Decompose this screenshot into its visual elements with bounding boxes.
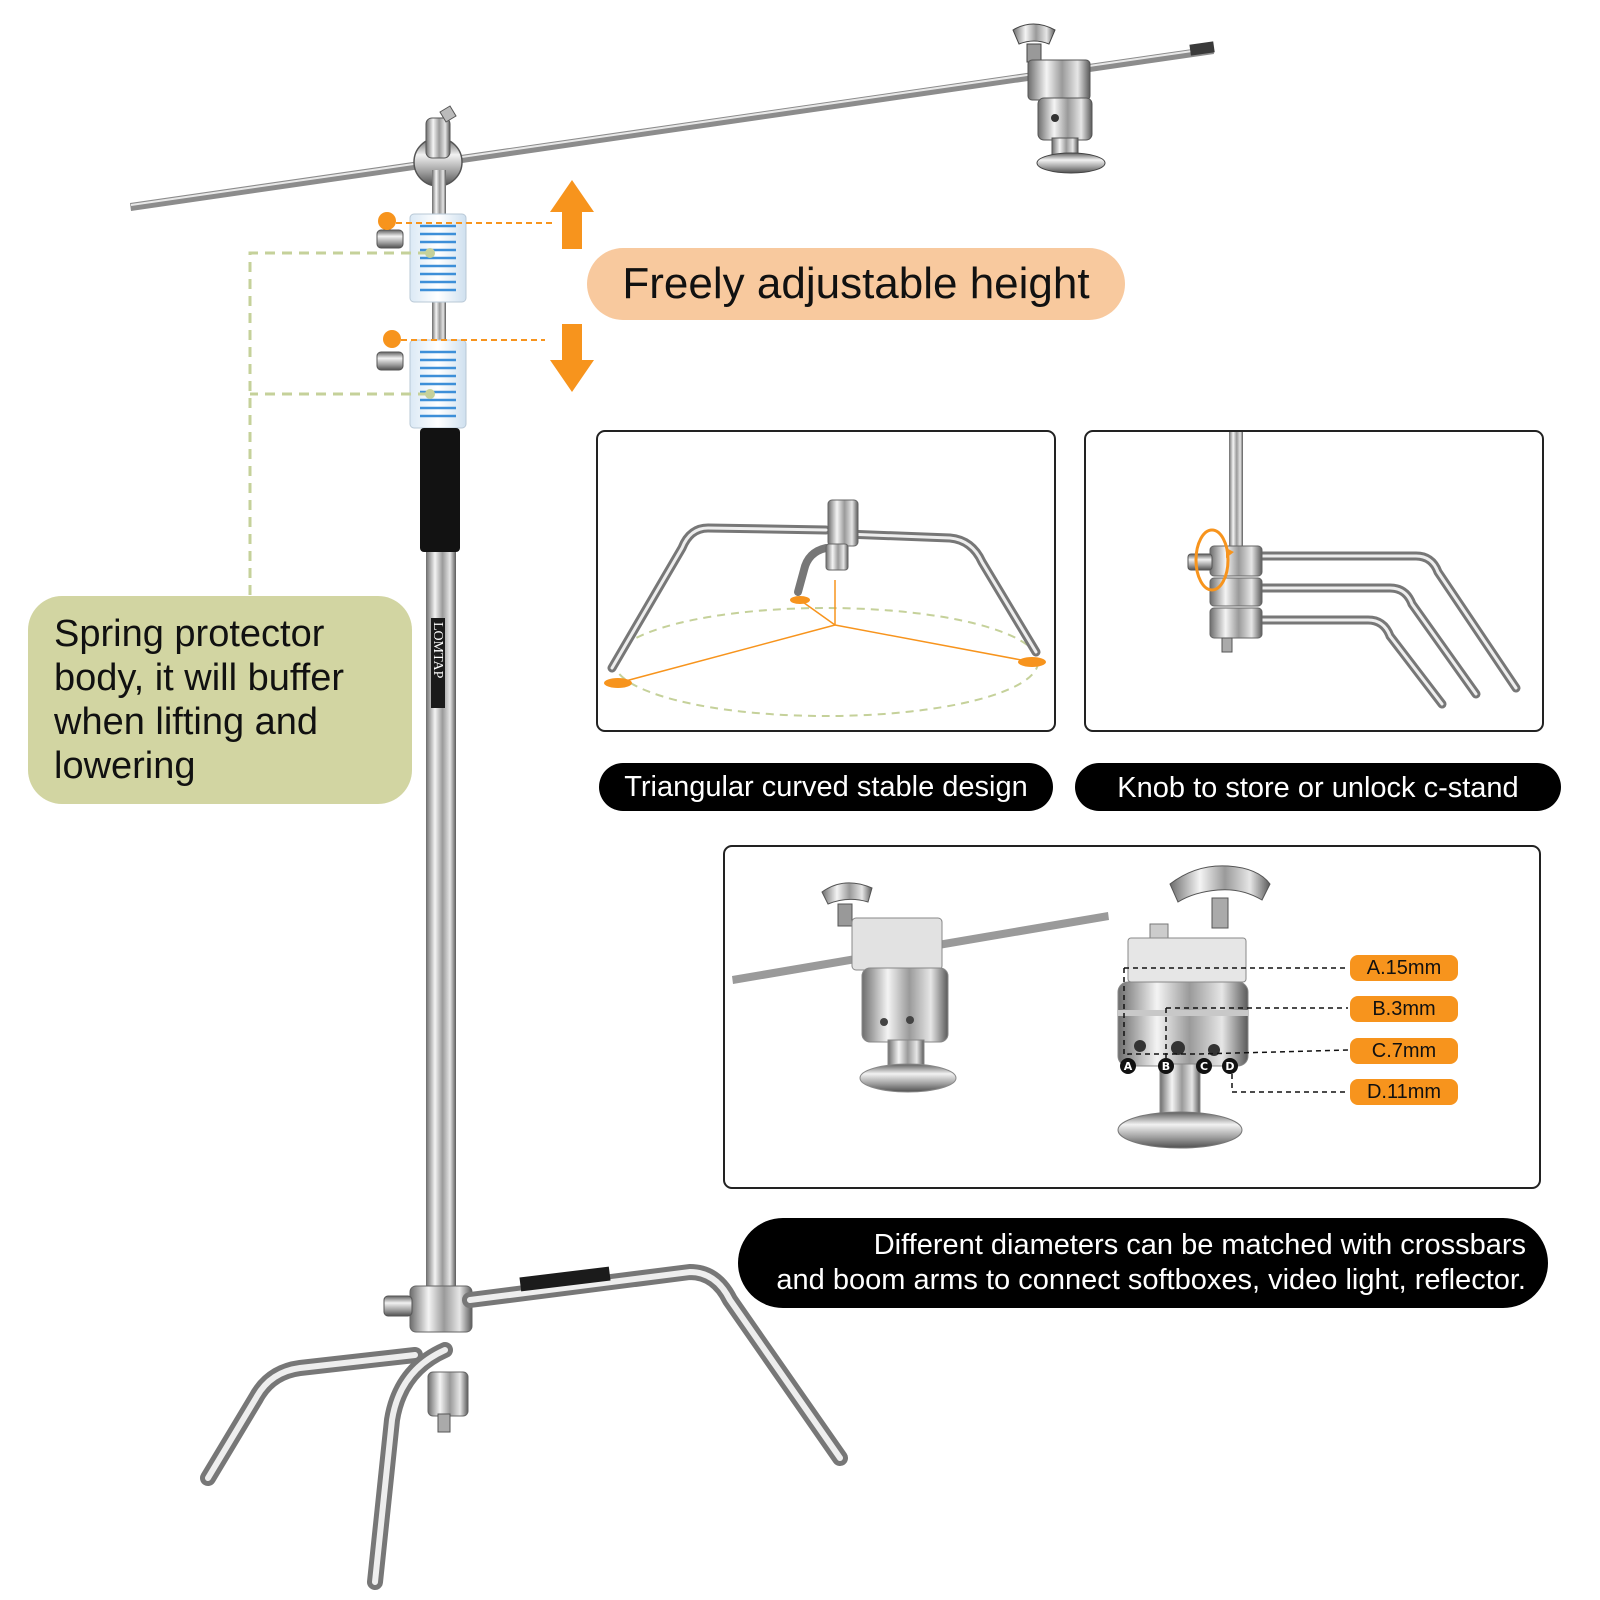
rotate-knob-icon [1194, 528, 1230, 592]
height-callout: Freely adjustable height [587, 248, 1125, 320]
hole-letter-c: C [1200, 1060, 1208, 1073]
size-tag-b: B.3mm [1350, 996, 1458, 1022]
height-indicators [378, 180, 594, 392]
caption-diameters: Different diameters can be matched with … [738, 1218, 1548, 1308]
detail-box-base [596, 430, 1056, 732]
pole-brand-label: LOMTAP [430, 622, 445, 679]
spring-bracket [248, 248, 435, 596]
caption-base-design: Triangular curved stable design [599, 763, 1053, 811]
detail-box-grip-head: A B C D [723, 845, 1541, 1189]
hole-letter-d: D [1225, 1060, 1234, 1073]
grip-head-top [413, 105, 463, 187]
spring-callout: Spring protector body, it will buffer wh… [28, 596, 412, 804]
arrow-down-icon [550, 324, 594, 392]
caption-knob: Knob to store or unlock c-stand [1075, 763, 1561, 811]
detail-box-knob [1084, 430, 1544, 732]
spring-protector-lower [376, 339, 467, 429]
arrow-up-icon [550, 180, 594, 249]
caption-diameters-line1: Different diameters can be matched with … [873, 1229, 1526, 1261]
size-tag-a: A.15mm [1350, 955, 1458, 981]
c-stand: LOMTAP [130, 23, 1215, 1590]
foam-grip [420, 428, 460, 552]
size-tag-c: C.7mm [1350, 1038, 1458, 1064]
tripod-legs [200, 1263, 848, 1590]
spring-protector-upper [376, 213, 467, 303]
size-tag-d: D.11mm [1350, 1079, 1458, 1105]
hole-letter-a: A [1124, 1060, 1133, 1073]
caption-diameters-line2: and boom arms to connect softboxes, vide… [776, 1264, 1526, 1296]
hole-letter-b: B [1162, 1060, 1170, 1073]
grip-head-boom [1012, 23, 1106, 174]
